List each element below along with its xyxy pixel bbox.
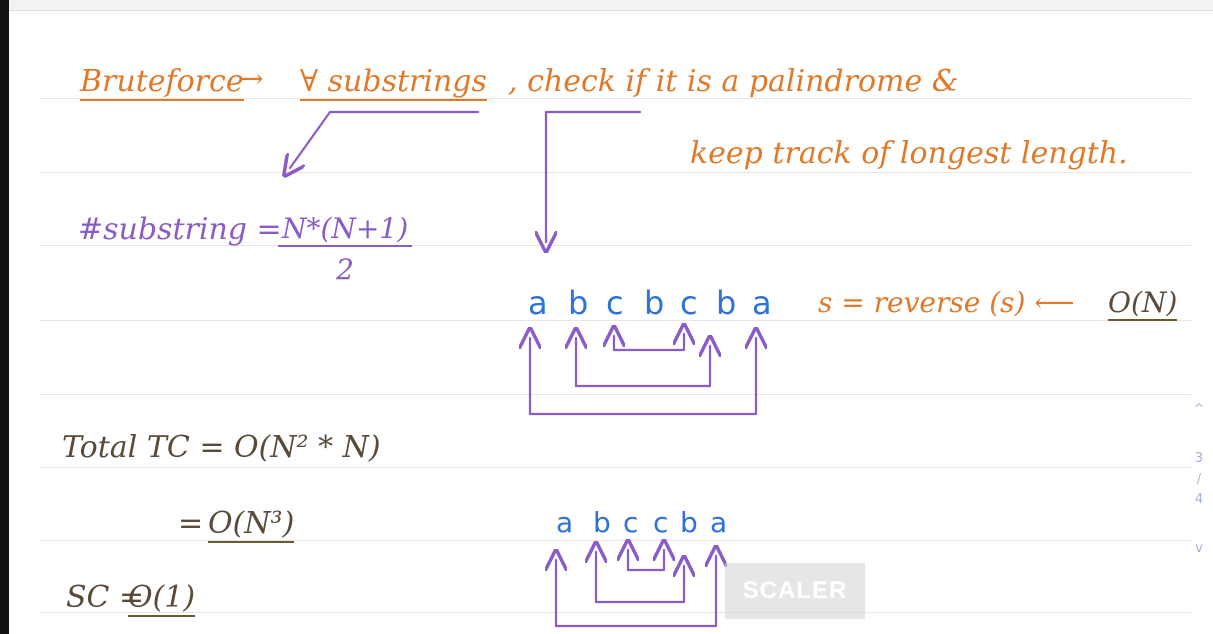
example2-letter: a [710, 506, 728, 539]
example1-letter: a [752, 284, 772, 322]
page-separator: / [1196, 471, 1202, 487]
tc-equals: = [178, 506, 204, 541]
scaler-watermark: SCALER [725, 563, 865, 619]
example1-letter: a [528, 284, 548, 322]
example2-letter: b [593, 506, 611, 539]
bruteforce-heading: Bruteforce [80, 64, 244, 101]
middle-bracket-right [574, 346, 710, 388]
example2-letter: c [623, 506, 639, 539]
ex2-outer-right [554, 556, 716, 628]
space-complexity-label: SC = [66, 580, 145, 615]
example2-letter: b [680, 506, 698, 539]
ruled-line [40, 320, 1191, 321]
keep-track-text: keep track of longest length. [690, 136, 1128, 171]
arrow-symbol: → [240, 62, 264, 95]
ruled-line [40, 394, 1191, 395]
total-time-complexity: Total TC = O(N² * N) [62, 430, 381, 465]
example1-letter: b [568, 284, 589, 322]
example1-letter: b [644, 284, 665, 322]
inner-bracket-right [612, 334, 684, 352]
substring-fraction: N*(N+1) 2 [278, 212, 413, 286]
ex2-middle-right [594, 566, 684, 604]
ex2-inner-right [626, 550, 664, 572]
ruled-line [40, 172, 1191, 173]
fraction-numerator: N*(N+1) [278, 212, 413, 247]
chevron-down-icon[interactable]: v [1195, 541, 1203, 557]
example1-letter: b [716, 284, 737, 322]
ruled-line [40, 612, 1191, 613]
example2-letter: a [556, 506, 574, 539]
example2-letter: c [653, 506, 669, 539]
total-pages: 4 [1194, 492, 1204, 508]
ruled-line [40, 467, 1191, 468]
ruled-line [40, 245, 1191, 246]
current-page: 3 [1194, 450, 1204, 466]
space-complexity-value: O(1) [128, 580, 196, 617]
chevron-up-icon[interactable]: ^ [1193, 402, 1205, 417]
watermark-text: SCALER [742, 577, 848, 604]
arrow-to-example [546, 110, 642, 242]
left-black-edge [0, 0, 9, 634]
ruled-line [40, 98, 1191, 99]
example1-letter: c [606, 284, 624, 322]
check-palindrome-text: , check if it is a palindrome & [508, 64, 959, 99]
reverse-cost: O(N) [1108, 286, 1178, 321]
outer-bracket-right [528, 338, 756, 416]
for-all-substrings-text: ∀ substrings [300, 64, 487, 101]
top-bar [9, 0, 1213, 11]
tc-result: O(N³) [208, 506, 295, 543]
ruled-line [40, 540, 1191, 541]
page-scroller[interactable]: ^ 3 / 4 v [1189, 400, 1209, 560]
fraction-denominator: 2 [336, 253, 354, 286]
reverse-equation: s = reverse (s) ⟵ [818, 286, 1075, 319]
substring-count-label: #substring = [78, 212, 282, 247]
arrow-to-substring-count [290, 110, 480, 168]
example1-letter: c [680, 284, 698, 322]
